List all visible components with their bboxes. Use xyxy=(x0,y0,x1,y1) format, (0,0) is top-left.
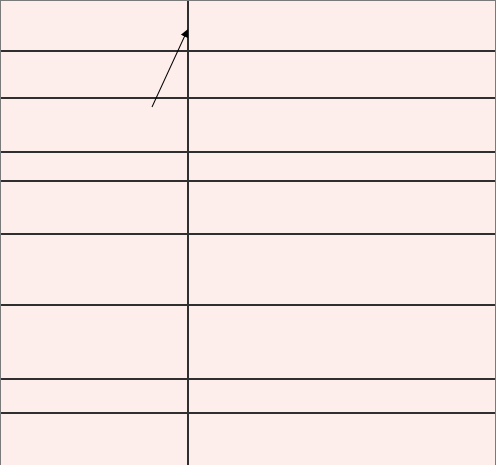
row-value-cell xyxy=(189,235,496,304)
table-row xyxy=(0,97,496,151)
row-label-cell xyxy=(0,153,187,180)
row-value-cell xyxy=(189,52,496,97)
table-row xyxy=(0,412,496,465)
row-label-cell xyxy=(0,235,187,304)
row-value-cell xyxy=(189,0,496,50)
table-border-top xyxy=(0,0,496,1)
table-row xyxy=(0,378,496,412)
table-row xyxy=(0,151,496,180)
table-row xyxy=(0,180,496,233)
row-label-cell xyxy=(0,52,187,97)
row-value-cell xyxy=(189,306,496,378)
row-value-cell xyxy=(189,380,496,412)
column-divider xyxy=(187,0,189,465)
row-label-cell xyxy=(0,99,187,151)
row-value-cell xyxy=(189,153,496,180)
table-row xyxy=(0,304,496,378)
row-label-cell xyxy=(0,414,187,465)
row-value-cell xyxy=(189,182,496,233)
row-label-cell xyxy=(0,380,187,412)
table-row xyxy=(0,0,496,50)
table-row xyxy=(0,50,496,97)
row-value-cell xyxy=(189,414,496,465)
table-row xyxy=(0,233,496,304)
row-value-cell xyxy=(189,99,496,151)
row-label-cell xyxy=(0,0,187,50)
row-label-cell xyxy=(0,182,187,233)
table-border-left xyxy=(0,0,1,465)
row-label-cell xyxy=(0,306,187,378)
